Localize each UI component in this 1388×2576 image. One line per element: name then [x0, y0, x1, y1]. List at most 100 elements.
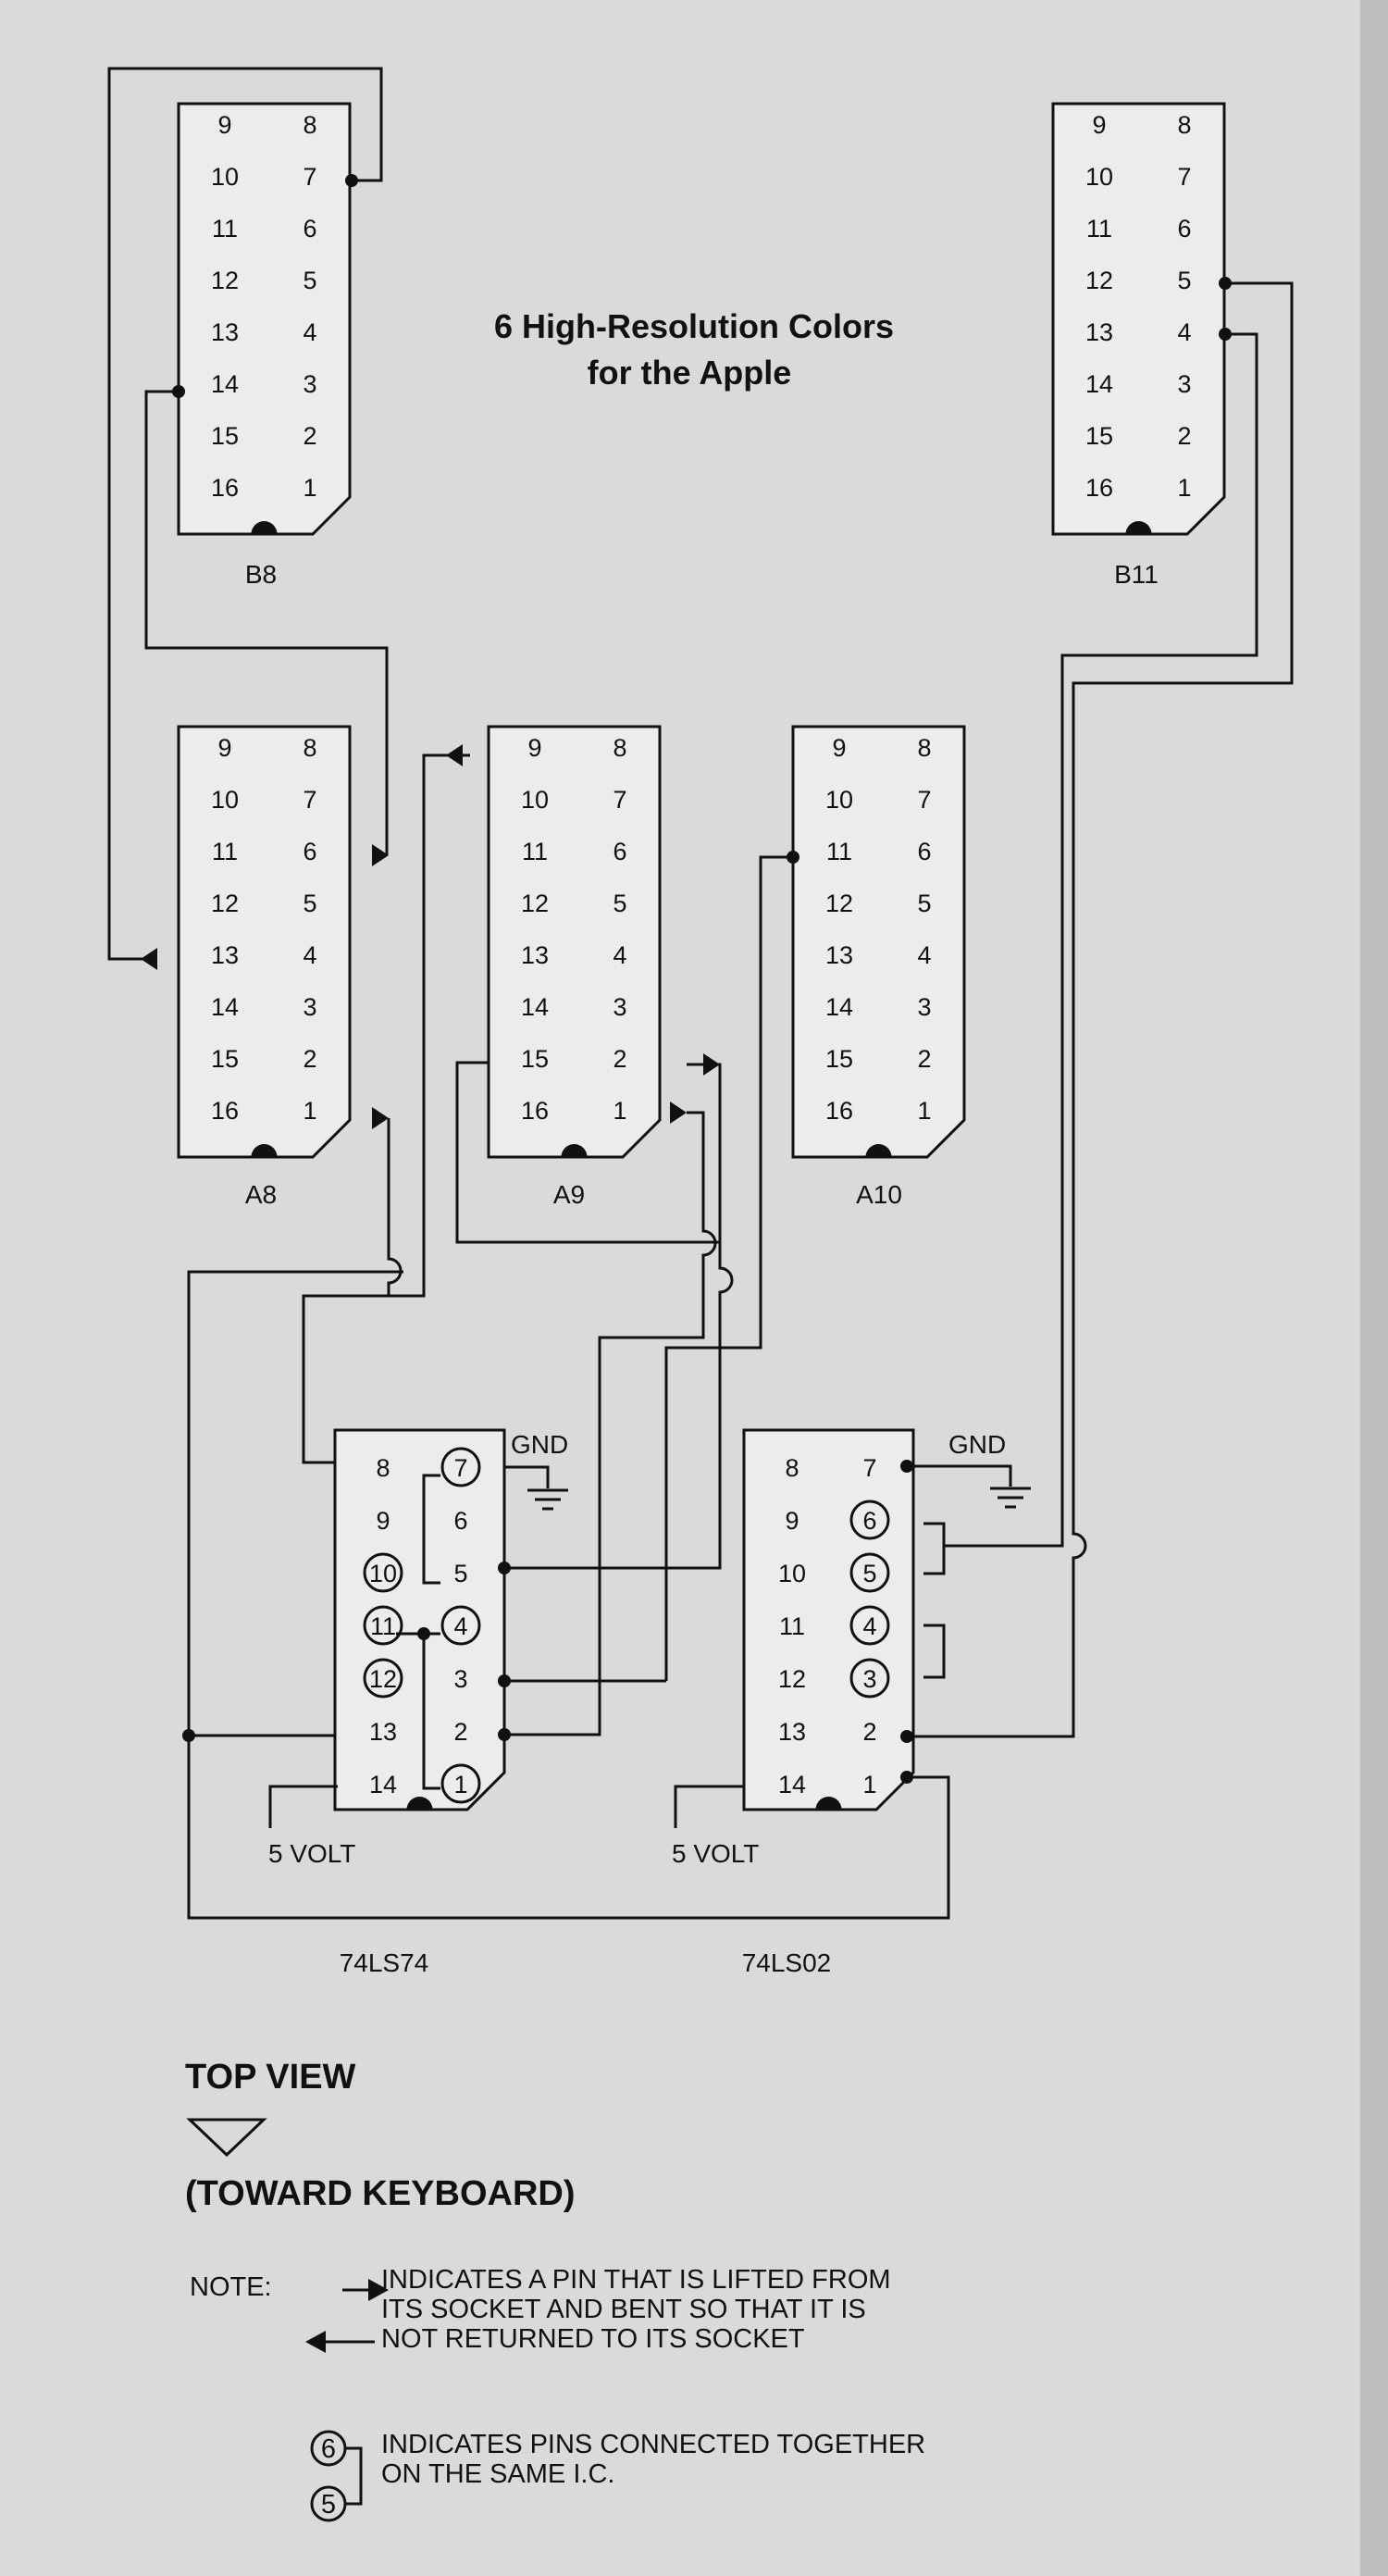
note-line-2: ITS SOCKET AND BENT SO THAT IT IS: [381, 2295, 866, 2324]
pin-label: 8: [376, 1454, 390, 1482]
chip-notch: [406, 1797, 433, 1810]
note-arrow-right: [368, 2279, 389, 2301]
wire-a9p9-ls74p8: [302, 753, 470, 1464]
pin-label: 2: [303, 1045, 316, 1073]
pin-label: 3: [862, 1665, 876, 1693]
pin-label: 12: [211, 267, 239, 294]
socket-body: [791, 725, 966, 1159]
diagram-title: 6 High-Resolution Colors: [494, 307, 894, 345]
pin-label: 10: [211, 786, 239, 814]
pin-label: 15: [211, 1045, 239, 1073]
pin-circle: [440, 1763, 481, 1804]
pin-label: 15: [211, 422, 239, 450]
pin-label: 14: [778, 1771, 806, 1798]
link-6-5: [923, 1522, 946, 1575]
wire-ls74p2: [504, 1338, 601, 1736]
pin-label: 14: [1085, 370, 1113, 398]
pin-label: 10: [778, 1560, 806, 1587]
pin-label: 13: [211, 318, 239, 346]
note-label: NOTE:: [190, 2272, 272, 2302]
pin-label: 2: [453, 1718, 467, 1746]
pin-label: 8: [785, 1454, 799, 1482]
wire-b8p7-a8p13: [107, 67, 383, 961]
pin-label: 7: [917, 786, 931, 814]
arrow-a9p1: [670, 1101, 687, 1124]
pin-label: 14: [521, 993, 549, 1021]
pin-label: 2: [862, 1718, 876, 1746]
pin-label: 11: [779, 1612, 805, 1640]
chip-name: 74LS74: [340, 1948, 429, 1977]
pin-label: 16: [1085, 474, 1113, 502]
socket-body: [487, 725, 662, 1159]
link-7-10: [422, 1474, 440, 1585]
wire-a9p1: [504, 1111, 717, 1683]
pin-label: 10: [1085, 163, 1113, 191]
pin-label: 9: [1092, 111, 1106, 139]
pin-label: 15: [825, 1045, 853, 1073]
lifted-pin-arrows: [141, 744, 720, 1129]
diagram-subtitle: for the Apple: [588, 354, 792, 392]
pin-label: 5: [613, 890, 626, 917]
pin-label: 8: [303, 734, 316, 762]
pin-label: 3: [917, 993, 931, 1021]
lead-5v-ls74: [268, 1785, 338, 1828]
chip-body: [333, 1428, 506, 1811]
pin-label: 6: [613, 838, 626, 865]
socket-name: B8: [245, 560, 277, 589]
wire-b11p5: [907, 281, 1294, 1738]
pin-label: 5: [862, 1560, 876, 1587]
top-view-label: TOP VIEW: [185, 2058, 356, 2097]
pin-label: 5: [453, 1560, 467, 1587]
pin-label: 3: [613, 993, 626, 1021]
pin-circle: [849, 1658, 890, 1699]
wire-a10p11-ls74p3: [664, 855, 793, 1681]
pin-label: 4: [862, 1612, 876, 1640]
note-arrow-left: [305, 2331, 326, 2353]
pin-label: 6: [303, 838, 316, 865]
arrow-a8p6: [372, 844, 389, 866]
pin-label: 10: [211, 163, 239, 191]
pin-label: 6: [1177, 215, 1191, 243]
pin-circle: [849, 1552, 890, 1593]
note-line-1: INDICATES A PIN THAT IS LIFTED FROM: [381, 2265, 891, 2295]
pin-label: 8: [303, 111, 316, 139]
pin-label: 6: [862, 1507, 876, 1535]
pin-label: 9: [217, 111, 231, 139]
arrow-a8p13: [141, 948, 157, 970]
arrow-a9p9: [446, 744, 463, 766]
pin-label: 10: [825, 786, 853, 814]
note-line-3: NOT RETURNED TO ITS SOCKET: [381, 2324, 805, 2354]
pin-label: 12: [1085, 267, 1113, 294]
pin-label: 12: [211, 890, 239, 917]
link-4-3: [923, 1624, 946, 1679]
pin-label: 7: [453, 1454, 467, 1482]
pin-label: 9: [785, 1507, 799, 1535]
legend-circle-5-text: 5: [321, 2490, 336, 2520]
pin-label: 6: [453, 1507, 467, 1535]
top-view-triangle: [186, 2118, 267, 2158]
circle-note-line-1: INDICATES PINS CONNECTED TOGETHER: [381, 2430, 925, 2459]
pin-label: 5: [303, 267, 316, 294]
legend-circle-6-text: 6: [321, 2434, 336, 2464]
pin-label: 2: [613, 1045, 626, 1073]
pin-label: 10: [369, 1560, 397, 1587]
pin-label: 9: [832, 734, 846, 762]
pin-label: 11: [1086, 215, 1112, 243]
wiring: [107, 67, 1294, 1920]
pin-circle: [440, 1447, 481, 1487]
wire-a8p1: [387, 1118, 403, 1296]
socket-body: [177, 725, 352, 1159]
pin-label: 9: [217, 734, 231, 762]
gnd-ls74-wire: [504, 1465, 550, 1488]
pin-label: 1: [917, 1097, 931, 1125]
pin-label: 11: [212, 215, 238, 243]
pin-label: 12: [521, 890, 549, 917]
pin-label: 13: [1085, 318, 1113, 346]
pin-label: 6: [303, 215, 316, 243]
gnd-ls02-wire: [907, 1464, 1012, 1487]
wire-b11p4: [944, 332, 1258, 1548]
